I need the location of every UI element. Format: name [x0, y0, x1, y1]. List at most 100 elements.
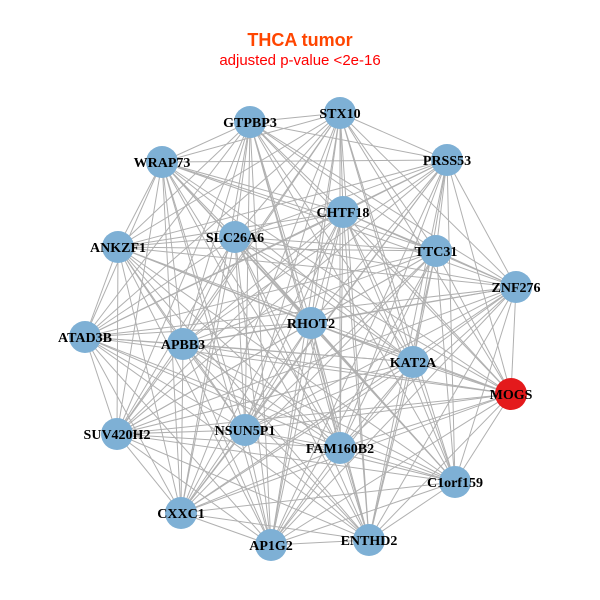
edge-ATAD3B-NSUN5P1	[84, 336, 246, 431]
node-STX10	[324, 97, 356, 129]
edge-ATAD3B-MOGS	[84, 336, 512, 395]
edge-APBB3-AP1G2	[182, 343, 272, 546]
edge-ANKZF1-C1orf159	[117, 246, 456, 483]
edge-NSUN5P1-FAM160B2	[244, 429, 341, 449]
edge-TTC31-NSUN5P1	[244, 250, 437, 431]
edge-PRSS53-RHOT2	[310, 159, 448, 324]
edge-FAM160B2-CXXC1	[180, 447, 341, 514]
node-CXXC1	[165, 497, 197, 529]
node-label-AP1G2: AP1G2	[249, 539, 293, 554]
edge-WRAP73-KAT2A	[161, 161, 414, 363]
edge-FAM160B2-ENTHD2	[339, 447, 370, 541]
edge-RHOT2-FAM160B2	[310, 322, 341, 449]
node-label-SLC26A6: SLC26A6	[206, 231, 264, 246]
edge-ANKZF1-TTC31	[117, 246, 437, 252]
edge-RHOT2-C1orf159	[310, 322, 456, 483]
node-ZNF276	[500, 271, 532, 303]
edge-CHTF18-CXXC1	[180, 211, 344, 514]
edge-C1orf159-ENTHD2	[368, 481, 456, 541]
edge-MOGS-SUV420H2	[116, 393, 512, 435]
edge-STX10-RHOT2	[310, 112, 341, 324]
node-RHOT2	[295, 307, 327, 339]
edge-RHOT2-AP1G2	[270, 322, 312, 546]
edge-PRSS53-SUV420H2	[116, 159, 448, 435]
edge-WRAP73-SUV420H2	[116, 161, 163, 435]
edge-ATAD3B-ENTHD2	[84, 336, 370, 541]
edge-ANKZF1-SUV420H2	[116, 246, 119, 435]
edge-GTPBP3-WRAP73	[161, 121, 251, 163]
node-APBB3	[167, 328, 199, 360]
edge-ZNF276-CXXC1	[180, 286, 517, 514]
edge-PRSS53-WRAP73	[161, 159, 448, 163]
edge-APBB3-FAM160B2	[182, 343, 341, 449]
node-label-WRAP73: WRAP73	[134, 156, 191, 171]
node-label-KAT2A: KAT2A	[390, 356, 437, 371]
node-PRSS53	[431, 144, 463, 176]
node-label-PRSS53: PRSS53	[423, 154, 471, 169]
edge-PRSS53-APBB3	[182, 159, 448, 345]
edge-APBB3-KAT2A	[182, 343, 414, 363]
edge-AP1G2-ENTHD2	[270, 539, 370, 546]
edge-WRAP73-MOGS	[161, 161, 512, 395]
node-ATAD3B	[69, 321, 101, 353]
edge-SUV420H2-FAM160B2	[116, 433, 341, 449]
edge-WRAP73-NSUN5P1	[161, 161, 246, 431]
edge-SLC26A6-KAT2A	[234, 236, 414, 363]
node-WRAP73	[146, 146, 178, 178]
edge-MOGS-ENTHD2	[368, 393, 512, 541]
edge-STX10-TTC31	[339, 112, 437, 252]
edge-KAT2A-MOGS	[412, 361, 512, 395]
edge-ZNF276-MOGS	[510, 286, 517, 395]
edge-CHTF18-C1orf159	[342, 211, 456, 483]
node-ENTHD2	[353, 524, 385, 556]
edge-STX10-C1orf159	[339, 112, 456, 483]
edge-TTC31-C1orf159	[435, 250, 456, 483]
edge-RHOT2-ATAD3B	[84, 322, 312, 338]
edge-CHTF18-NSUN5P1	[244, 211, 344, 431]
edge-GTPBP3-NSUN5P1	[244, 121, 251, 431]
edge-KAT2A-ENTHD2	[368, 361, 414, 541]
edge-PRSS53-ZNF276	[446, 159, 517, 288]
node-SUV420H2	[101, 418, 133, 450]
node-C1orf159	[439, 466, 471, 498]
edge-TTC31-ENTHD2	[368, 250, 437, 541]
edge-ZNF276-NSUN5P1	[244, 286, 517, 431]
edge-SUV420H2-NSUN5P1	[116, 429, 246, 435]
node-ANKZF1	[102, 231, 134, 263]
node-TTC31	[420, 235, 452, 267]
edge-NSUN5P1-AP1G2	[244, 429, 272, 546]
edge-KAT2A-SUV420H2	[116, 361, 414, 435]
edge-RHOT2-SUV420H2	[116, 322, 312, 435]
edge-C1orf159-AP1G2	[270, 481, 456, 546]
edge-APBB3-ENTHD2	[182, 343, 370, 541]
edge-TTC31-AP1G2	[270, 250, 437, 546]
node-GTPBP3	[234, 106, 266, 138]
node-label-ATAD3B: ATAD3B	[58, 331, 112, 346]
edge-SUV420H2-ENTHD2	[116, 433, 370, 541]
edge-ATAD3B-SUV420H2	[84, 336, 118, 435]
edge-CHTF18-KAT2A	[342, 211, 414, 363]
edge-RHOT2-ENTHD2	[310, 322, 370, 541]
edge-SLC26A6-NSUN5P1	[234, 236, 246, 431]
edge-ZNF276-SUV420H2	[116, 286, 517, 435]
edge-SLC26A6-CXXC1	[180, 236, 236, 514]
node-label-STX10: STX10	[319, 107, 360, 122]
edge-CHTF18-SLC26A6	[234, 211, 344, 238]
edge-SUV420H2-AP1G2	[116, 433, 272, 546]
edge-CXXC1-ENTHD2	[180, 512, 370, 541]
edge-APBB3-MOGS	[182, 343, 512, 395]
edge-SLC26A6-ANKZF1	[117, 236, 236, 248]
edge-WRAP73-CHTF18	[161, 161, 344, 213]
edge-PRSS53-AP1G2	[270, 159, 448, 546]
edge-PRSS53-ANKZF1	[117, 159, 448, 248]
node-AP1G2	[255, 529, 287, 561]
edge-TTC31-CXXC1	[180, 250, 437, 514]
edge-STX10-NSUN5P1	[244, 112, 341, 431]
edge-ANKZF1-AP1G2	[117, 246, 272, 546]
edge-MOGS-AP1G2	[270, 393, 512, 546]
edge-FAM160B2-C1orf159	[339, 447, 456, 483]
edge-RHOT2-APBB3	[182, 322, 312, 345]
edge-GTPBP3-SUV420H2	[116, 121, 251, 435]
